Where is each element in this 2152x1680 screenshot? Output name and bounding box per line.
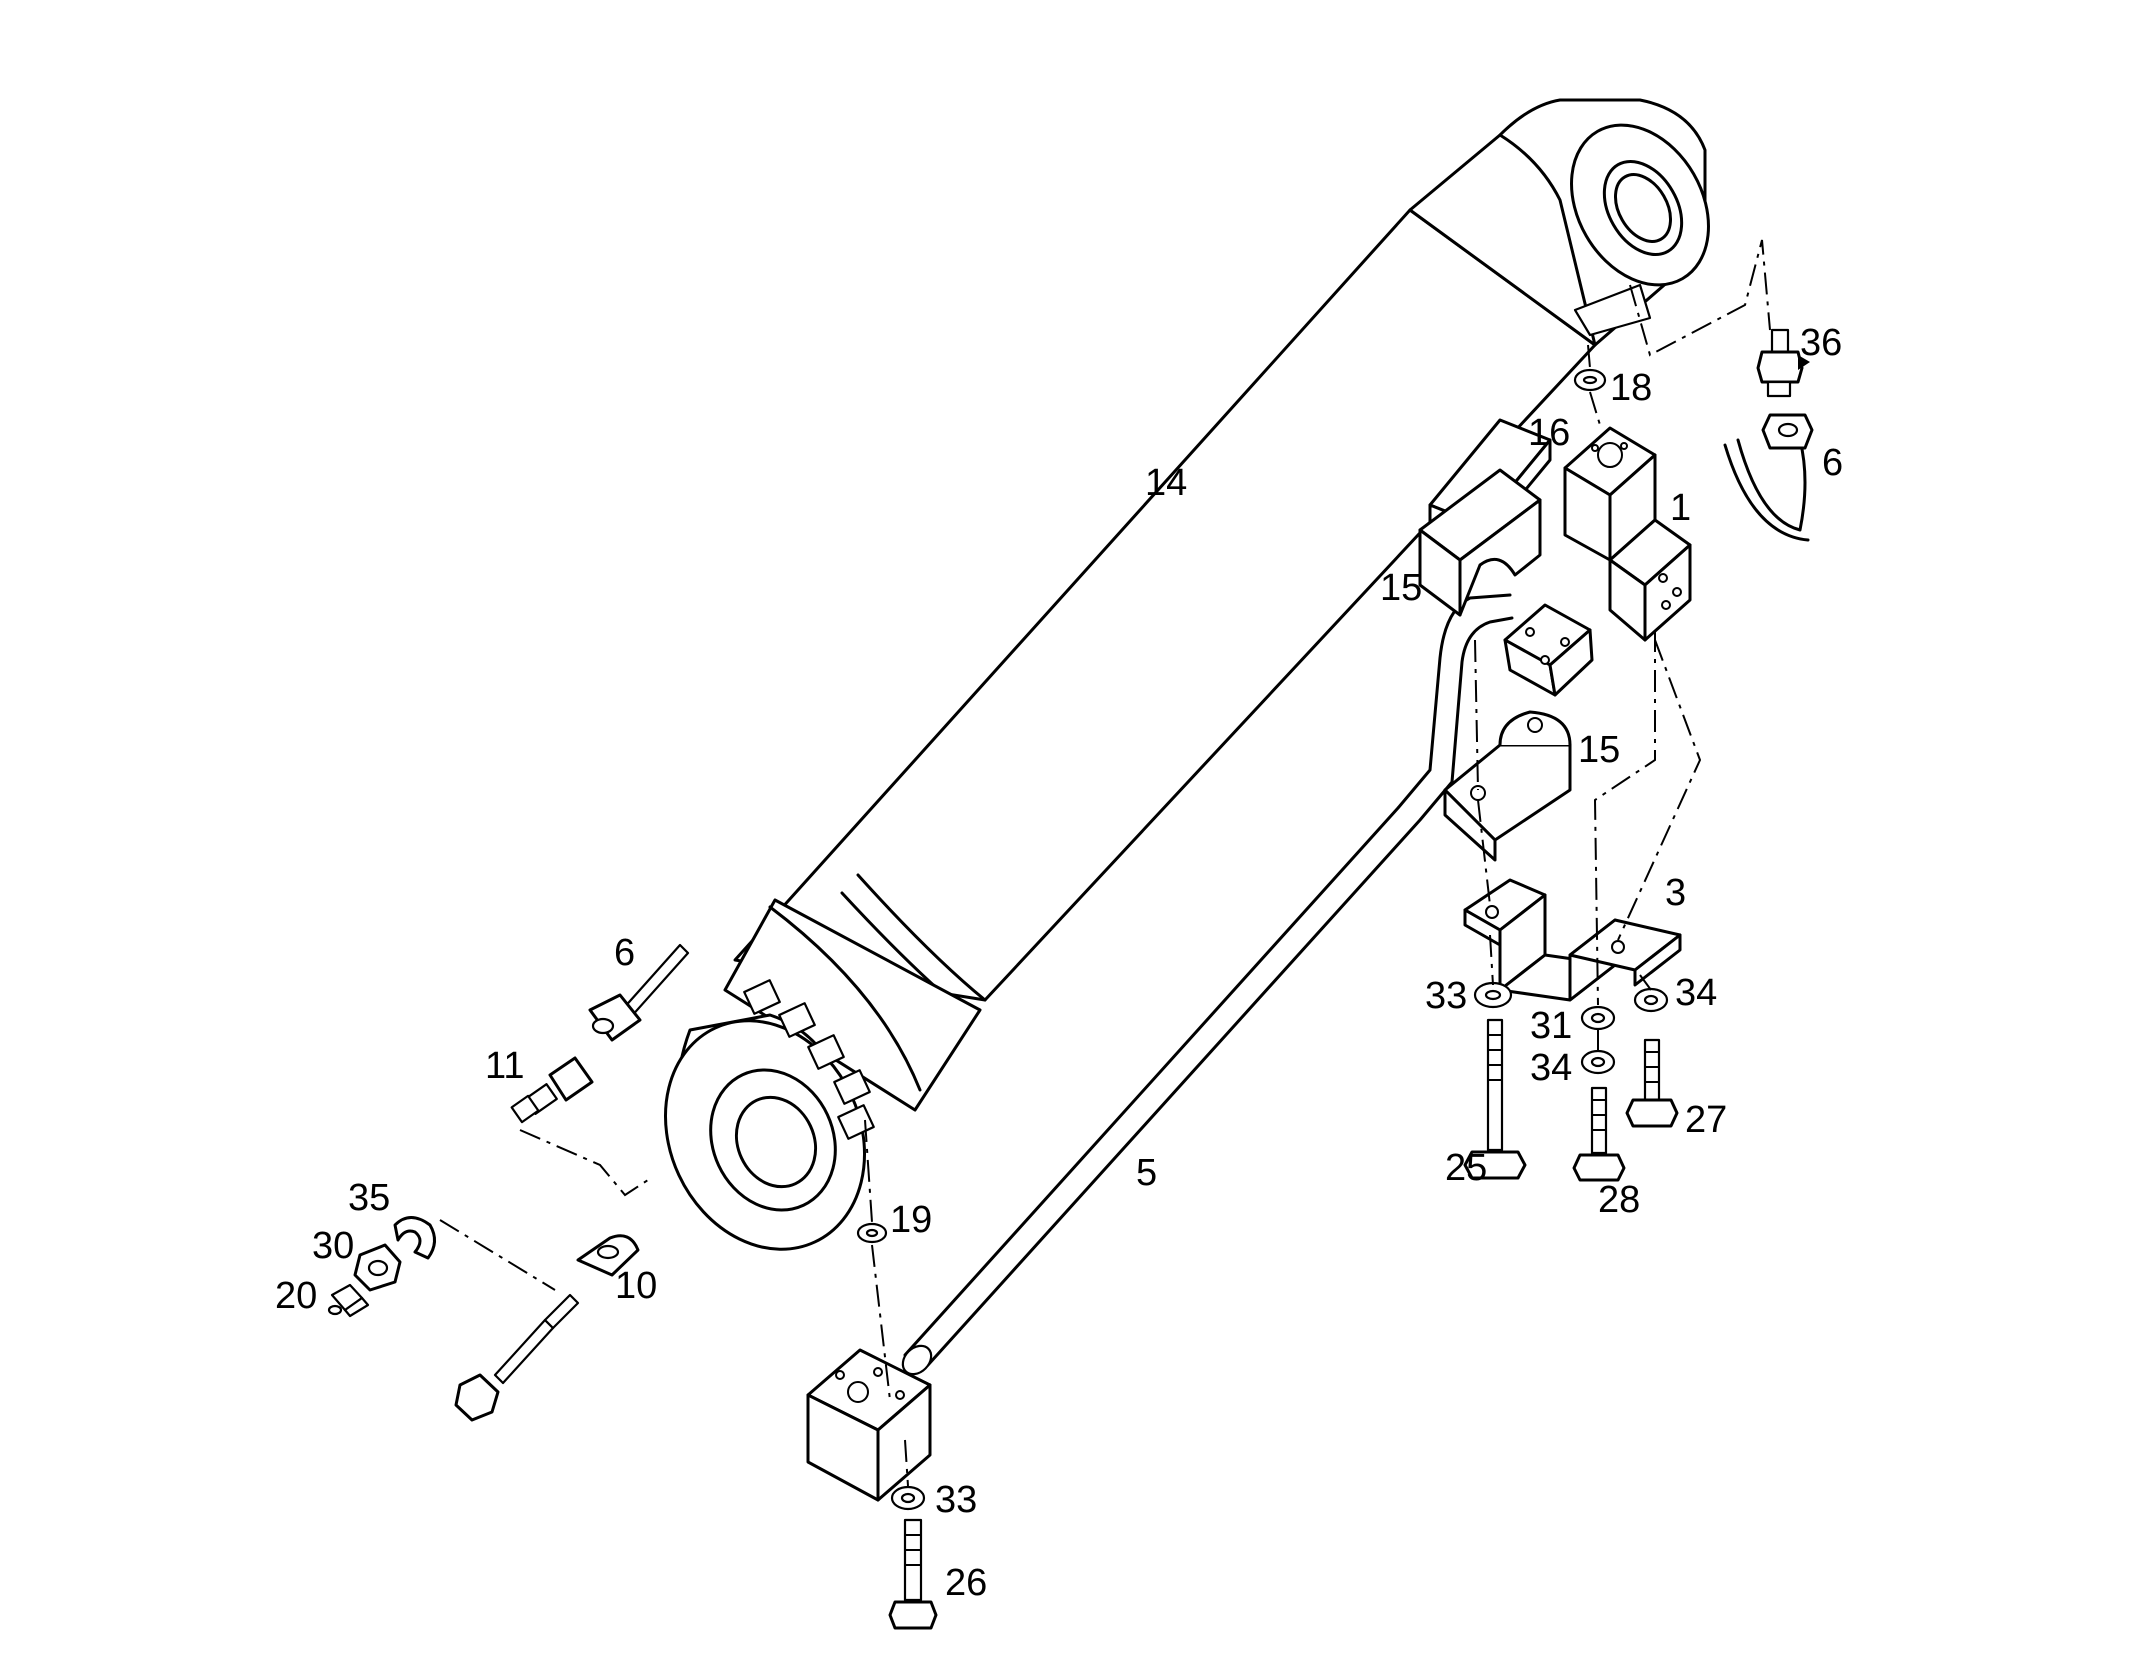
valve-block <box>1563 426 1692 642</box>
bolt-25 <box>1463 1018 1527 1180</box>
callout-35: 35 <box>348 1177 390 1219</box>
callout-25: 25 <box>1445 1147 1487 1189</box>
bolt-27 <box>1625 1038 1679 1128</box>
nut-30 <box>353 1243 402 1292</box>
callout-5: 5 <box>1136 1152 1157 1194</box>
callout-28: 28 <box>1598 1179 1640 1221</box>
callout-6-left: 6 <box>614 932 635 974</box>
clamp-15-upper <box>1418 468 1542 617</box>
callout-6-upper: 6 <box>1822 442 1843 484</box>
callout-26: 26 <box>945 1562 987 1604</box>
callout-10: 10 <box>615 1265 657 1307</box>
callout-31: 31 <box>1530 1005 1572 1047</box>
callout-18: 18 <box>1610 367 1652 409</box>
washer-34-center <box>1580 1049 1616 1075</box>
cylinder-bottom-eye <box>664 979 875 1251</box>
callout-16: 16 <box>1528 412 1570 454</box>
callout-3: 3 <box>1665 872 1686 914</box>
callout-27: 27 <box>1685 1099 1727 1141</box>
callout-34-center: 34 <box>1530 1047 1572 1089</box>
callout-1: 1 <box>1670 487 1691 529</box>
washer-19 <box>856 1222 888 1244</box>
callout-36: 36 <box>1800 322 1842 364</box>
assembly-lines <box>439 239 1771 1487</box>
callout-33-lower: 33 <box>935 1479 977 1521</box>
fitting-11 <box>510 1056 594 1124</box>
bolt-28 <box>1572 1086 1626 1182</box>
nipple-20 <box>327 1283 370 1318</box>
pipe-end-flange <box>1503 603 1594 697</box>
washer-33 <box>1473 981 1513 1009</box>
callout-20: 20 <box>275 1275 317 1317</box>
mounting-bracket <box>1463 878 1682 1002</box>
callout-14: 14 <box>1145 462 1187 504</box>
lever-10 <box>576 1234 640 1277</box>
callouts: 14 36 18 16 6 1 15 15 3 6 33 31 34 34 27… <box>275 322 1843 1604</box>
callout-33-right: 33 <box>1425 975 1467 1017</box>
washer-31 <box>1580 1005 1616 1031</box>
clip-35 <box>393 1216 436 1260</box>
hose-6-upper <box>1723 413 1814 542</box>
washer-18 <box>1573 368 1607 392</box>
callout-30: 30 <box>312 1225 354 1267</box>
fitting-36 <box>1756 328 1810 398</box>
callout-15-upper: 15 <box>1380 567 1422 609</box>
clamp-15-lower <box>1443 710 1572 862</box>
callout-11: 11 <box>485 1045 524 1087</box>
bolt-26 <box>888 1518 938 1630</box>
hose-6-left <box>588 943 690 1042</box>
washer-33-lower <box>890 1485 926 1511</box>
callout-19: 19 <box>890 1199 932 1241</box>
cylinder-barrel <box>723 98 1710 1112</box>
lower-pipe-block <box>806 1348 932 1502</box>
callout-34-right: 34 <box>1675 972 1717 1014</box>
washer-34-right <box>1633 987 1669 1013</box>
callout-15-lower: 15 <box>1578 729 1620 771</box>
long-bolt <box>454 1293 580 1422</box>
